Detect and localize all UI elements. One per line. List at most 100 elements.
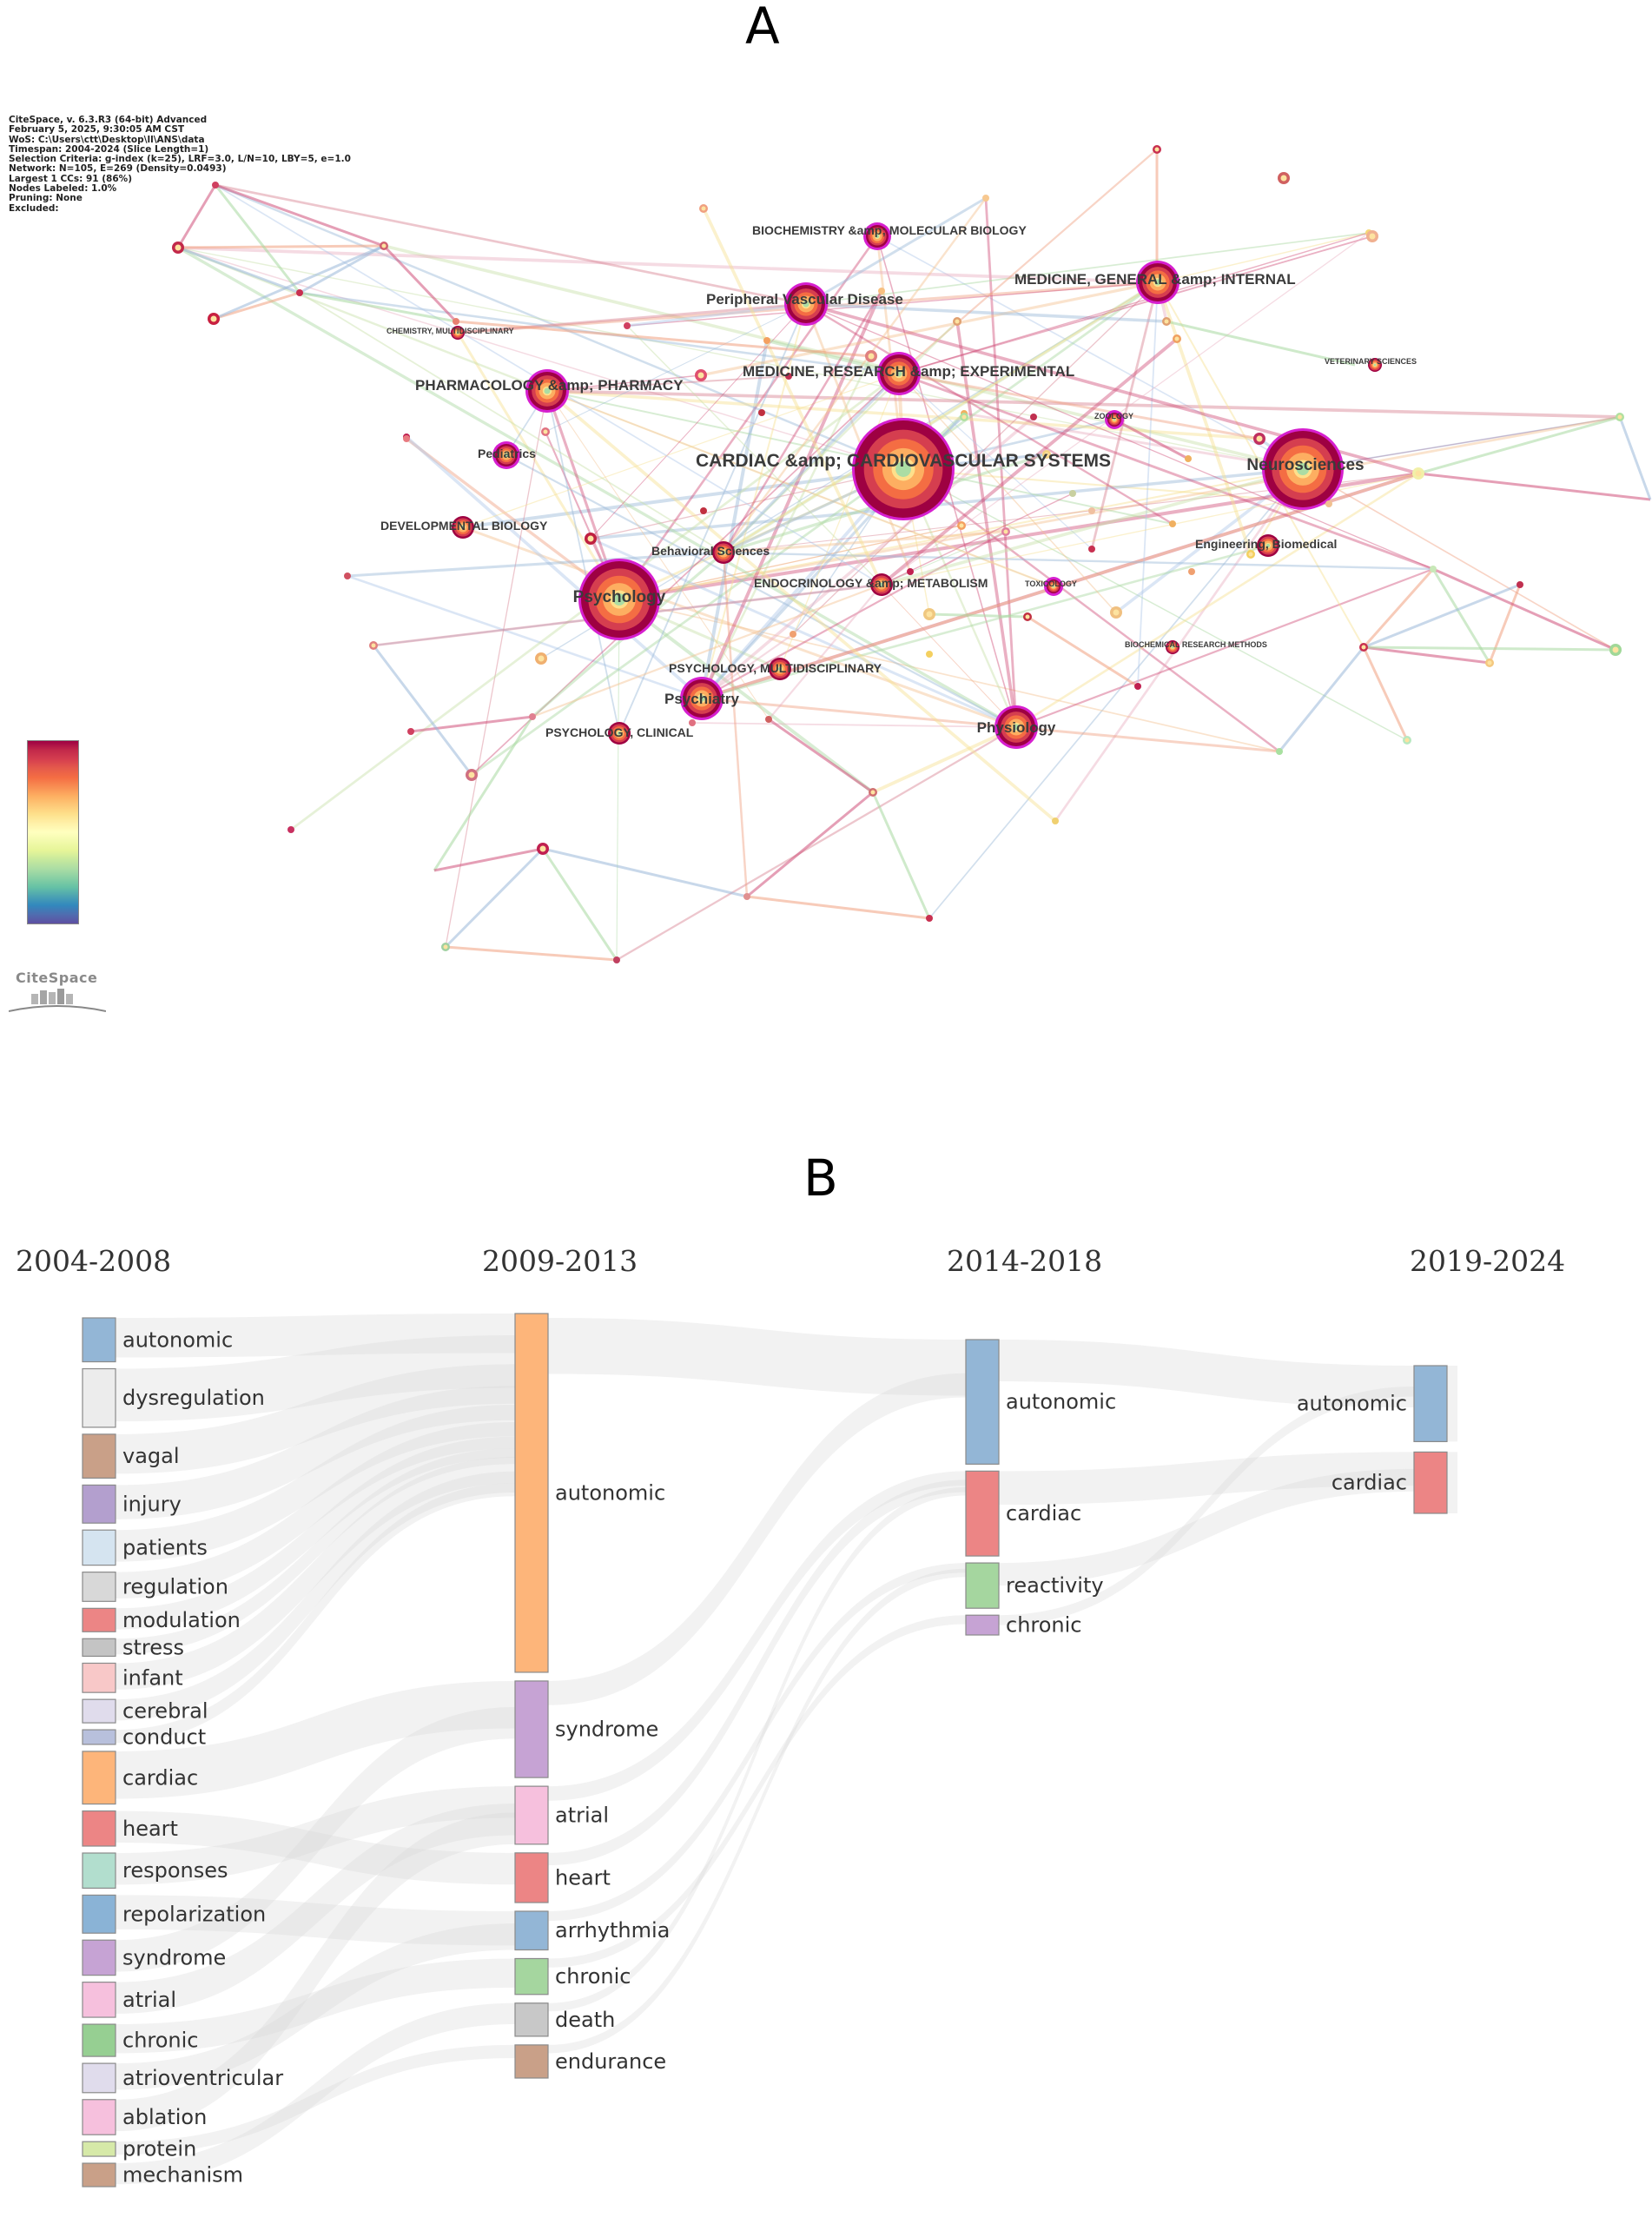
alluvial-node: [82, 2062, 116, 2094]
network-edge: [805, 302, 1167, 323]
alluvial-node: [82, 2099, 116, 2135]
network-edge: [1302, 416, 1621, 470]
network-edge: [506, 454, 1017, 728]
network-edge: [1090, 281, 1160, 550]
network-node: [578, 559, 660, 640]
network-node: [852, 418, 955, 520]
alluvial-node: [82, 1367, 116, 1428]
network-edge: [532, 583, 882, 718]
network-node-minor: [537, 843, 549, 855]
network-node-minor: [1616, 413, 1624, 421]
alluvial-node-label: reactivity: [1006, 1573, 1104, 1598]
network-edge: [590, 467, 1304, 540]
alluvial-node-label: dysregulation: [122, 1386, 265, 1410]
metadata-line: Pruning: None: [9, 193, 83, 204]
network-edge: [1278, 646, 1365, 752]
alluvial-node: [1413, 1451, 1448, 1514]
network-edge: [1362, 646, 1409, 741]
network-node-minor: [785, 373, 792, 380]
alluvial-flow: [116, 1483, 515, 1744]
network-edge: [701, 697, 1280, 753]
network-node-minor: [1185, 455, 1192, 462]
node-label: VETERINARY SCIENCES: [1325, 357, 1417, 366]
alluvial-node: [514, 1785, 549, 1845]
alluvial-node: [965, 1562, 1000, 1609]
network-node-minor: [953, 317, 961, 326]
network-edge: [691, 722, 1017, 728]
network-edge: [1363, 583, 1521, 649]
network-edge: [445, 945, 618, 962]
network-edge: [768, 584, 882, 720]
network-node-minor: [1153, 145, 1161, 154]
period-label: 2004-2008: [16, 1244, 172, 1278]
network-node-minor: [296, 289, 303, 296]
network-edge: [546, 389, 1621, 419]
node-label: Physiology: [977, 719, 1056, 736]
network-edge: [881, 467, 1304, 586]
network-edge: [1363, 645, 1490, 665]
alluvial-node-label: autonomic: [1297, 1392, 1407, 1416]
network-edge: [177, 244, 385, 249]
alluvial-node: [82, 1529, 116, 1566]
alluvial-node-label: modulation: [122, 1608, 241, 1632]
network-edge: [626, 325, 882, 586]
network-edge: [1156, 281, 1252, 555]
alluvial-flow: [116, 1422, 515, 1598]
alluvial-node: [514, 1680, 549, 1778]
network-edge: [700, 290, 883, 699]
metadata-line: Network: N=105, E=269 (Density=0.0493): [9, 163, 227, 175]
network-edge: [805, 302, 1173, 526]
alluvial-flow: [116, 1923, 515, 2090]
alluvial-node-label: autonomic: [555, 1480, 665, 1505]
network-edge: [410, 715, 533, 733]
alluvial-node-label: protein: [122, 2137, 196, 2161]
network-edge: [546, 390, 770, 720]
network-node: [608, 722, 631, 745]
alluvial-node-label: patients: [122, 1535, 208, 1559]
node-label: Engineering, Biomedical: [1195, 537, 1337, 551]
alluvial-node: [82, 1433, 116, 1479]
network-node-minor: [212, 182, 219, 189]
alluvial-node-label: chronic: [122, 2029, 199, 2053]
network-edge: [898, 235, 1373, 374]
network-edge: [618, 235, 879, 600]
period-label: 2019-2024: [1410, 1244, 1566, 1278]
node-label: Psychiatry: [664, 691, 740, 707]
node-label: Pediatrics: [478, 447, 536, 460]
alluvial-node-label: stress: [122, 1635, 184, 1659]
network-edge: [177, 247, 1304, 470]
alluvial-node: [82, 1810, 116, 1847]
network-edge: [177, 246, 1159, 284]
network-node-minor: [1517, 581, 1523, 588]
alluvial-node: [965, 1614, 1000, 1636]
alluvial-node-label: heart: [122, 1817, 178, 1841]
network-edge: [382, 244, 458, 323]
network-edge: [546, 389, 1054, 588]
timeline-color-legend: [27, 740, 79, 924]
network-edge: [347, 551, 724, 578]
network-edge: [405, 437, 621, 601]
network-edge: [746, 895, 930, 920]
alluvial-node-label: cardiac: [1006, 1501, 1081, 1526]
alluvial-node-label: arrhythmia: [555, 1918, 670, 1943]
network-edge: [881, 531, 1007, 586]
node-label: PSYCHOLOGY, CLINICAL: [545, 725, 694, 739]
network-edge: [546, 390, 620, 734]
network-edge: [456, 332, 621, 600]
network-edge: [299, 291, 457, 323]
alluvial-node: [82, 1607, 116, 1632]
network-edge: [1432, 567, 1616, 652]
network-edge: [768, 718, 874, 794]
alluvial-node-label: endurance: [555, 2049, 666, 2074]
alluvial-node: [82, 2162, 116, 2188]
period-label: 2009-2013: [482, 1244, 638, 1278]
network-node-minor: [407, 728, 414, 735]
network-edge: [722, 290, 883, 553]
alluvial-flow-tail: [1447, 1366, 1457, 1442]
node-label: PSYCHOLOGY, MULTIDISCIPLINARY: [669, 661, 882, 675]
network-node-minor: [369, 641, 378, 650]
network-node-minor: [689, 719, 696, 726]
alluvial-flow: [548, 1563, 966, 1922]
network-node-minor: [1430, 566, 1437, 573]
